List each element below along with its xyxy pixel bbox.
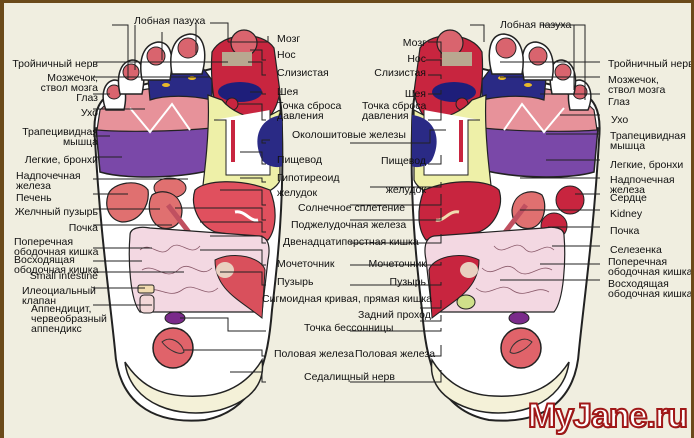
right-anus-point <box>456 294 476 310</box>
left-ileocecal-valve <box>137 284 155 294</box>
center-left-label-nose: Нос <box>277 49 296 61</box>
left-kidney <box>148 191 183 230</box>
left-label-trigeminal-nerve: Тройничный нерв <box>12 58 98 70</box>
right-heel-pad <box>430 357 570 414</box>
right-label-transverse-colon: Поперечная ободочная кишка <box>608 256 693 278</box>
left-eye-point <box>162 83 170 87</box>
center-label-duodenum: Двенадцатиперстная кишка <box>283 236 419 248</box>
right-label-trapezius: Трапецивидная мышца <box>610 130 686 152</box>
center-right-label-brain: Мозг <box>402 37 426 49</box>
left-label-small-intestine: Small intestine <box>29 270 98 282</box>
center-label-pancreas: Поджелудочная железа <box>291 219 407 231</box>
leader-lines <box>93 22 600 383</box>
center-right-label-neck: Шея <box>404 88 426 100</box>
right-label-kidney: Почка <box>610 225 640 237</box>
left-label-eye: Глаз <box>76 92 98 104</box>
center-label-insomnia: Точка бессонницы <box>304 322 394 334</box>
left-trapezius-detail <box>129 102 191 134</box>
center-label-sciatic: Седалищный нерв <box>304 371 395 383</box>
right-label-ascending-colon: Восходящая ободочная кишка <box>608 278 693 300</box>
left-gonad <box>152 327 194 369</box>
right-label-lungs: Легкие, бронхи <box>610 159 684 171</box>
left-label-gallbladder: Желчный пузырь <box>14 206 98 218</box>
center-left-label-ureter: Мочеточник <box>277 258 335 270</box>
left-label-transverse-colon: Поперечная ободочная кишка <box>14 236 99 258</box>
center-left-label-brain: Мозг <box>277 33 301 45</box>
center-right-label-bladder: Пузырь <box>389 276 426 288</box>
right-label-kidney-en: Kidney <box>610 208 643 220</box>
right-stomach-zone <box>418 181 501 241</box>
right-label-frontal-sinus: Лобная пазуха <box>500 19 572 31</box>
left-label-kidney: Почка <box>68 222 98 234</box>
left-label-ascending-colon: Восходящая ободочная кишка <box>14 254 99 276</box>
left-label-lungs: Легкие, бронхи <box>24 154 98 166</box>
center-label-solar-plexus: Солнечное сплетение <box>298 202 406 214</box>
center-left-label-neck: Шея <box>277 86 299 98</box>
left-neck-zone <box>218 82 262 102</box>
right-label-heart: Сердце <box>610 192 647 204</box>
center-right-label-esophagus: Пищевод <box>381 155 426 167</box>
center-right-label-nose: Нос <box>407 53 426 65</box>
center-left-label-mucosa: Слизистая <box>277 67 329 79</box>
right-label-spleen: Селезенка <box>610 244 662 256</box>
right-heart <box>555 185 585 215</box>
right-label-eye: Глаз <box>608 96 630 108</box>
left-parathyroid <box>257 115 282 168</box>
center-label-hypothyroid: Гипотиреоид <box>277 172 340 184</box>
left-appendix <box>139 294 155 314</box>
right-label-ear: Ухо <box>611 114 629 126</box>
right-label-cerebellum: Мозжечок, ствол мозга <box>608 74 666 96</box>
left-label-cerebellum: Мозжечок, ствол мозга <box>40 72 98 94</box>
right-foot <box>410 29 601 422</box>
center-label-parathyroid: Околошитовые железы <box>292 129 406 141</box>
left-label-liver: Печень <box>16 192 52 204</box>
center-right-label-stomach: желудок <box>385 184 426 196</box>
center-right-label-ureter: Мочеточник <box>368 258 426 270</box>
watermark-logo: MyJane.ru <box>527 396 689 436</box>
left-gonad-detail <box>161 338 185 354</box>
center-left-label-stomach: желудок <box>277 187 318 199</box>
left-nose-zone <box>222 52 252 66</box>
left-heel-pad <box>124 357 264 414</box>
left-bladder <box>216 262 234 278</box>
right-label-adrenal: Надпочечная железа <box>610 174 675 196</box>
center-left-label-gonad: Половая железа <box>274 348 355 360</box>
left-label-ear: Ухо <box>80 107 98 119</box>
left-label-adrenal: Надпочечная железа <box>16 170 81 192</box>
center-right-label-gonad: Половая железа <box>355 348 436 360</box>
center-right-label-mucosa: Слизистая <box>374 67 426 79</box>
center-left-label-esophagus: Пищевод <box>277 154 322 166</box>
left-foot <box>93 29 284 422</box>
left-intestine-folds <box>139 244 219 294</box>
left-liver <box>106 182 149 223</box>
center-left-label-pressure-point: Точка сброса давления <box>277 100 342 122</box>
center-label-anus: Задний проход <box>358 309 431 321</box>
left-label-frontal-sinus: Лобная пазуха <box>134 15 206 27</box>
left-stomach-zone <box>193 181 276 241</box>
center-left-label-bladder: Пузырь <box>277 276 314 288</box>
left-pancreas-detail <box>234 210 259 222</box>
center-label-sigmoid: Сигмоидная кривая, прямая кишка <box>262 293 432 305</box>
center-right-label-pressure-point: Точка сброса давления <box>362 100 427 122</box>
right-label-trigeminal-nerve: Тройничный нерв <box>608 58 694 70</box>
left-label-appendix: Аппендицит, червеобразный аппендикс <box>31 303 107 335</box>
left-label-ileocecal-valve: Илеоциальный клапан <box>22 285 96 307</box>
left-label-trapezius: Трапецивидная мышца <box>22 126 98 148</box>
